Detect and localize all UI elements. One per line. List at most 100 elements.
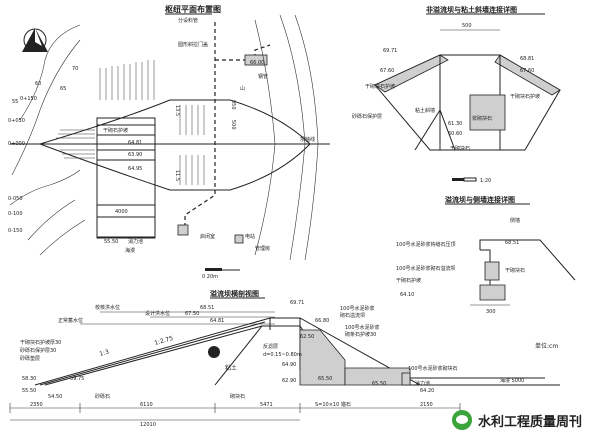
sec-label-100d: 砌条石护坡30: [345, 331, 376, 338]
detail1-top-500: 500: [462, 23, 472, 29]
detail2-side-wall: 侧墙: [510, 217, 520, 224]
watermark: 水利工程质量周刊: [452, 410, 582, 430]
crest-6390: 63.90: [128, 152, 142, 158]
power-label: 电站: [245, 233, 255, 240]
crest-6481: 64.81: [128, 140, 142, 146]
sec-5830: 58.30: [22, 376, 36, 382]
sec-6290: 62.90: [282, 378, 296, 384]
dim-s10: S=10×10 锚石: [315, 401, 351, 408]
sec-label-100b: 砌石溢流坝: [340, 312, 365, 319]
dim-2150: 2150: [420, 402, 433, 408]
contour-label-65a: 65: [60, 86, 66, 92]
sec-label-100a: 100号水泥砂浆: [340, 305, 375, 312]
stone-guard-30: 干砌块石护坡厚30: [20, 339, 61, 346]
detail2-wall: 100号水泥砂浆砌石溢流坝: [396, 265, 456, 272]
detail1-guard-left: 干砌块石护坡: [365, 83, 395, 90]
sec-6420: 64.20: [420, 388, 434, 394]
contour-label-55a: 55: [12, 99, 18, 105]
slope-275: 1:2.75: [154, 335, 175, 347]
sec-6971: 69.71: [290, 300, 304, 306]
contour-lines-right: [254, 14, 319, 261]
wechat-logo-icon: [452, 410, 472, 430]
detail1-dry-stone: 干砌块石: [450, 145, 470, 152]
detail2-300: 300: [486, 309, 496, 315]
slope-3: 1:3: [99, 348, 110, 357]
north-arrow-icon: [22, 28, 48, 52]
gate-well-label: 圆形斜拉门盖: [178, 41, 208, 48]
sec-6680: 66.80: [315, 318, 329, 324]
pipe-room-label: 管理房: [255, 245, 270, 252]
sec-stilling: 消力池: [415, 380, 430, 387]
watermark-text: 水利工程质量周刊: [478, 414, 583, 430]
detail1-scale-bar: 1:20: [452, 177, 491, 184]
detail1-6060: 60.60: [448, 131, 462, 137]
plan-stilling: 消力池: [128, 238, 143, 245]
chainage-0050: 0+050: [8, 118, 25, 124]
mortar-block-label: 砌块石: [230, 393, 245, 400]
detail1-scale: 1:20: [480, 178, 491, 184]
spillway-section: 溢流坝横剖视图 校核洪水位 设计洪水位 正常蓄水位 68.51 69.71 67…: [9, 289, 560, 428]
detail1-6971: 69.71: [383, 48, 397, 54]
plan-dim-135: 13.5: [174, 105, 180, 116]
sec-apron: 海漫 5000: [500, 377, 524, 384]
detail1-guard-right: 干砌块石护坡: [510, 93, 540, 100]
detail1-sand-gravel: 砂砾石保护层: [352, 113, 382, 120]
detail1-clay-wall: 粘土斜墙: [415, 107, 435, 114]
design-flood-label: 设计洪水位: [145, 310, 170, 317]
contour-lines-left: [9, 24, 86, 256]
drain-label: d=0.15~0.80m: [263, 352, 302, 358]
sec-6250: 62.50: [300, 334, 314, 340]
sec-6550b: 65.50: [372, 381, 386, 387]
chainage-m0150: 0-150: [8, 228, 23, 234]
sec-5450: 54.50: [48, 394, 62, 400]
sec-6851: 68.51: [200, 305, 214, 311]
detail-overflow-join: 溢流坝与侧墙连接详图 侧墙 68.51 100号水泥砂浆钩缝石压顶 100号水泥…: [396, 195, 576, 350]
detail1-6760-left: 67.60: [380, 68, 394, 74]
spillway-guard-label: 干砌石护坡: [103, 127, 128, 134]
chainage-m0050: 0-050: [8, 196, 23, 202]
steel-pipe-label: 钢管: [258, 73, 268, 80]
contour-label-70a: 70: [72, 66, 78, 72]
dim-2350: 2350: [30, 402, 43, 408]
dam-axis-label: 坝轴线: [300, 136, 315, 143]
plan-scale-bar: 0 20m: [202, 268, 240, 280]
dim-12010: 12010: [140, 422, 156, 428]
sec-5550: 55.50: [22, 388, 36, 394]
sec-6550: 65.50: [318, 376, 332, 382]
detail2-6410: 64.10: [400, 292, 414, 298]
detail2-mortar-cap: 100号水泥砂浆钩缝石压顶: [396, 241, 456, 248]
detail2-guard: 干砌石护坡: [396, 277, 421, 284]
upstream-slope-hatch: [56, 60, 155, 159]
sand-mat: 砂砾垫层: [20, 355, 40, 362]
detail1-6881: 68.81: [520, 56, 534, 62]
stone-laid-label: 100号水泥砂浆砌块石: [408, 365, 458, 372]
valve-room-label: 启闭室: [200, 233, 215, 240]
sec-6481: 64.81: [210, 318, 224, 324]
plan-scale-label: 0 20m: [202, 274, 218, 280]
clay-label: 粘土: [225, 364, 237, 372]
plan-dim-500: 500: [230, 120, 236, 130]
elev-6600: 66.00: [250, 60, 264, 66]
plan-dim-115: 11.5: [174, 170, 180, 181]
detail1-6130: 61.30: [448, 121, 462, 127]
check-flood-label: 校核洪水位: [95, 304, 120, 311]
filter-label: 反滤层: [263, 343, 278, 350]
detail1-6760-right: 67.60: [520, 68, 534, 74]
downstream-slope-hatch: [179, 105, 205, 185]
section-title: 溢流坝横剖视图: [210, 289, 259, 298]
contour-label-60a: 60: [35, 81, 41, 87]
chainage-0150: 0+150: [20, 96, 37, 102]
chainage-m0100: 0-100: [8, 211, 23, 217]
detail1-title: 非溢流坝与粘土斜墙连接详图: [426, 5, 517, 14]
outlet-well-label: 分设料管: [178, 17, 198, 24]
sec-label-100c: 100号水泥砂浆: [345, 324, 380, 331]
sec-6490: 64.90: [282, 362, 296, 368]
detail2-title: 溢流坝与侧墙连接详图: [445, 195, 515, 204]
sand-gravel-30: 砂砾石保护层30: [20, 347, 56, 354]
sec-6750: 67.50: [185, 311, 199, 317]
crest-6495: 64.95: [128, 166, 142, 172]
detail2-6851: 68.51: [505, 240, 519, 246]
sand-stone-label: 砂砾石: [95, 393, 110, 400]
box-4000: 4000: [115, 209, 128, 215]
ridge-label: 山: [240, 85, 245, 92]
